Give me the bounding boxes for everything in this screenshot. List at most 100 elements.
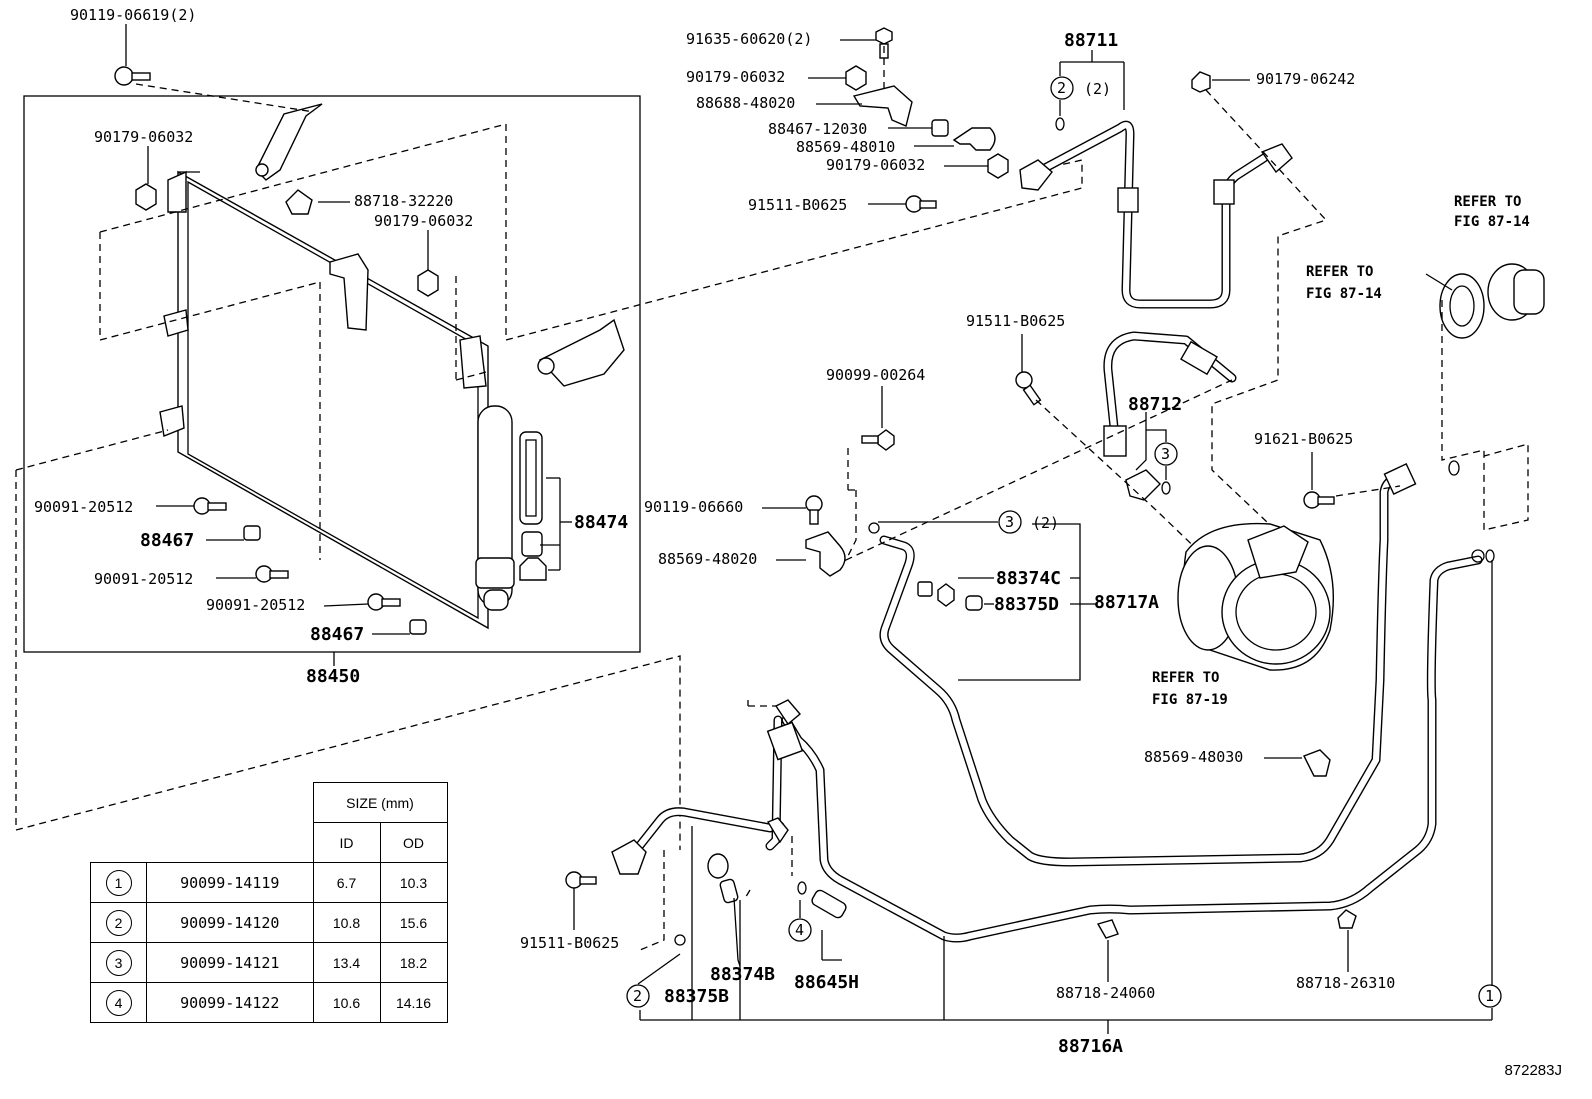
- label-88712: 88712: [1128, 394, 1182, 415]
- bracket-88688-48020: [852, 85, 913, 127]
- circled-2-top: 2: [1057, 79, 1066, 97]
- condenser-core: [159, 170, 489, 630]
- nut-88374C: [937, 583, 955, 607]
- refer-3-line1: REFER TO: [1152, 670, 1219, 686]
- label-90179-06242: 90179-06242: [1256, 70, 1355, 88]
- circled-3-88717: 3: [1005, 513, 1014, 531]
- bolt-91621-B0625: [1303, 491, 1335, 509]
- circled-mark: 3: [105, 949, 132, 976]
- label-88711: 88711: [1064, 30, 1118, 51]
- valve-88375B: [719, 878, 739, 904]
- condenser-bracket-upper: [255, 103, 487, 389]
- circled-3-88712: 3: [1161, 445, 1170, 463]
- label-90179-06032-c: 90179-06032: [686, 68, 785, 86]
- clip-88718-32220: [285, 189, 313, 215]
- label-90119-06619: 90119-06619(2): [70, 6, 196, 24]
- table-cell-od: 10.3: [379, 862, 448, 903]
- label-88569-48010: 88569-48010: [796, 138, 895, 156]
- label-91621-B0625: 91621-B0625: [1254, 430, 1353, 448]
- bolt-91511-B0625-a: [905, 195, 937, 213]
- table-cell-part: 90099-14119: [146, 862, 314, 903]
- label-88467-b: 88467: [310, 624, 364, 645]
- pressure-sensor-88645H: [811, 889, 847, 919]
- label-88718-32220: 88718-32220: [354, 192, 453, 210]
- label-88569-48020: 88569-48020: [658, 550, 757, 568]
- label-88375B: 88375B: [664, 986, 729, 1007]
- refer-1-line1: REFER TO: [1454, 194, 1521, 210]
- cushion-88467-12030: [931, 119, 949, 137]
- circled-2-top-qty: (2): [1084, 80, 1111, 98]
- table-cell-od: 15.6: [379, 902, 448, 943]
- label-88467-a: 88467: [140, 530, 194, 551]
- table-cell-part: 90099-14122: [146, 982, 314, 1023]
- table-cell-id: 13.4: [312, 942, 381, 983]
- label-88467-12030: 88467-12030: [768, 120, 867, 138]
- bolt-90091-20512-c: [367, 593, 401, 611]
- size-table-title: SIZE (mm): [312, 782, 448, 823]
- cap-88374B: [707, 853, 729, 879]
- condenser-group-box: [23, 95, 641, 653]
- table-cell-id: 10.6: [312, 982, 381, 1023]
- refer-1-line2: FIG 87-14: [1454, 214, 1530, 230]
- refer-2-line2: FIG 87-14: [1306, 286, 1382, 302]
- label-91635-60620: 91635-60620(2): [686, 30, 812, 48]
- circled-mark: 4: [105, 989, 132, 1016]
- bolt-90119-06660: [805, 495, 823, 525]
- filter-element: [519, 431, 547, 581]
- label-90179-06032-b: 90179-06032: [374, 212, 473, 230]
- circled-3-qty: (2): [1032, 514, 1059, 532]
- label-88688-48020: 88688-48020: [696, 94, 795, 112]
- pressure-switch-connector: [1439, 273, 1485, 339]
- label-88569-48030: 88569-48030: [1144, 748, 1243, 766]
- clip-88718-26310: [1337, 909, 1357, 929]
- cushion-88374C: [917, 581, 933, 597]
- circled-mark: 2: [105, 909, 132, 936]
- label-88718-26310: 88718-26310: [1296, 974, 1395, 992]
- nut-90179-06032-mid: [417, 269, 439, 297]
- cushion-88467-a: [243, 525, 261, 541]
- label-90119-06660: 90119-06660: [644, 498, 743, 516]
- circled-mark: 1: [105, 869, 132, 896]
- circled-2-bottom: 2: [633, 987, 642, 1005]
- circled-1-bottom: 1: [1485, 987, 1494, 1005]
- nut-90179-06032-left: [135, 183, 157, 211]
- table-row: 1 90099-14119 6.7 10.3: [90, 862, 448, 903]
- label-90179-06032-d: 90179-06032: [826, 156, 925, 174]
- compressor: [1177, 522, 1334, 671]
- label-88374B: 88374B: [710, 964, 775, 985]
- label-88645H: 88645H: [794, 972, 859, 993]
- label-88375D: 88375D: [994, 594, 1059, 615]
- label-91511-B0625-b: 91511-B0625: [966, 312, 1065, 330]
- circled-4-bottom: 4: [795, 921, 804, 939]
- label-90091-20512-c: 90091-20512: [206, 596, 305, 614]
- label-88717A: 88717A: [1094, 592, 1159, 613]
- label-90099-00264: 90099-00264: [826, 366, 925, 384]
- table-cell-part: 90099-14121: [146, 942, 314, 983]
- bolt-90119-06619: [114, 66, 151, 86]
- pressure-switch: [1487, 263, 1545, 321]
- bolt-90099-00264: [861, 429, 895, 451]
- bolt-90091-20512-b: [255, 565, 289, 583]
- condenser-bracket-right: [537, 318, 625, 387]
- bolt-91635-60620: [875, 27, 893, 59]
- table-cell-part: 90099-14120: [146, 902, 314, 943]
- label-88716A: 88716A: [1058, 1036, 1123, 1057]
- bolt-91511-B0625-b: [1015, 371, 1042, 406]
- table-row: 2 90099-14120 10.8 15.6: [90, 902, 448, 943]
- bolt-90091-20512-a: [193, 497, 227, 515]
- size-table-col-od: OD: [379, 822, 448, 863]
- clamp-88569-48020: [805, 531, 846, 577]
- refer-3-line2: FIG 87-19: [1152, 692, 1228, 708]
- grommet-88375D: [965, 595, 983, 611]
- nut-90179-06242: [1191, 71, 1211, 93]
- label-90091-20512-b: 90091-20512: [94, 570, 193, 588]
- label-90179-06032-a: 90179-06032: [94, 128, 193, 146]
- cushion-88467-b: [409, 619, 427, 635]
- refer-2-line1: REFER TO: [1306, 264, 1373, 280]
- label-88718-24060: 88718-24060: [1056, 984, 1155, 1002]
- size-table: SIZE (mm) ID OD 1 90099-14119 6.7 10.3 2…: [90, 782, 448, 1023]
- label-88374C: 88374C: [996, 568, 1061, 589]
- table-cell-od: 18.2: [379, 942, 448, 983]
- clamp-88569-48030: [1303, 749, 1331, 777]
